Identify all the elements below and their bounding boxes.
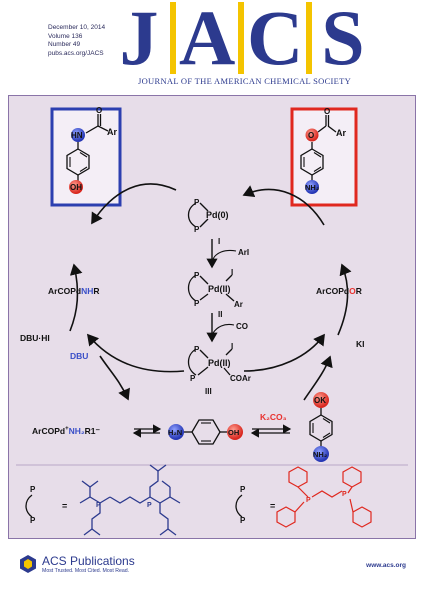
- svg-text:P: P: [240, 516, 246, 525]
- left-carbonyl-o: O: [96, 106, 102, 115]
- svg-text:P: P: [190, 374, 196, 383]
- aminophenol-oh-highlight: [227, 424, 243, 440]
- journal-name: JOURNAL OF THE AMERICAN CHEMICAL SOCIETY: [138, 76, 352, 86]
- acs-hexagon-icon: [20, 555, 36, 573]
- ammonium-intermediate: ArCOPd+NH₂R1⁻: [32, 426, 101, 436]
- logo-letter-s: S: [321, 0, 365, 81]
- right-nh2-label: NH₂: [305, 183, 319, 192]
- pd2-ii-label: Pd(II): [208, 284, 231, 294]
- right-intermediate: ArCOPdOR: [316, 286, 362, 296]
- svg-text:P: P: [306, 497, 311, 504]
- right-product-box: O O Ar NH₂: [290, 107, 358, 207]
- pd2-complex-iii: P P Pd(II) I COAr: [187, 342, 251, 383]
- pd2-iii-label: Pd(II): [208, 358, 231, 368]
- svg-text:P: P: [240, 485, 246, 494]
- reagent-ari: ArI: [238, 248, 249, 257]
- logo-letter-j: J: [119, 0, 159, 81]
- svg-text:=: =: [270, 501, 275, 511]
- left-ar-label: Ar: [107, 127, 117, 137]
- left-hn-label: HN: [71, 131, 83, 140]
- svg-text:P: P: [96, 502, 101, 509]
- step-i-label: I: [218, 237, 220, 246]
- svg-text:I: I: [231, 268, 233, 277]
- svg-text:I: I: [231, 342, 233, 351]
- svg-text:NH₂: NH₂: [313, 450, 327, 459]
- step-ii-label: II: [218, 310, 222, 319]
- left-lower-arrow: [99, 355, 130, 401]
- svg-text:P: P: [342, 491, 347, 498]
- left-nh-highlight: [71, 128, 85, 142]
- k2co3-label: K₂CO₃: [260, 412, 287, 422]
- phenoxide-molecule: OK NH₂: [309, 392, 333, 462]
- right-nh2-highlight: [305, 180, 319, 194]
- left-intermediate: ArCOPdNHR: [48, 286, 99, 296]
- svg-text:OH: OH: [228, 428, 239, 437]
- logo-letter-a: A: [179, 0, 236, 81]
- left-product-box: O Ar HN OH: [50, 106, 122, 207]
- acs-publications-logo: ACS Publications Most Trusted. Most Cite…: [18, 554, 135, 574]
- reagent-co: CO: [236, 322, 248, 331]
- svg-text:P: P: [194, 345, 200, 354]
- logo-divider: [306, 2, 312, 74]
- svg-text:P: P: [194, 225, 200, 234]
- svg-text:Ar: Ar: [234, 300, 243, 309]
- ari-curved-arrow: [212, 249, 237, 260]
- right-product-frame: [290, 107, 358, 207]
- alkyl-diphosphine-ligand: P P = P P: [25, 464, 181, 536]
- dbu-label: DBU: [70, 351, 88, 361]
- phenoxide-ok-highlight: [313, 392, 329, 408]
- step-iii-label: III: [205, 387, 212, 396]
- phenoxide-nh2-highlight: [313, 446, 329, 462]
- aminophenol-nh2-highlight: [168, 424, 184, 440]
- pd0-complex: P P Pd(0): [187, 198, 229, 234]
- dppp-ligand: P P = P P: [235, 466, 372, 528]
- right-bottom-cycle-arrow: [243, 333, 325, 372]
- svg-text:P: P: [147, 502, 152, 509]
- left-oh-label: OH: [70, 183, 82, 192]
- pd0-label: Pd(0): [206, 210, 229, 220]
- catalytic-cycle-scheme: O Ar HN OH O O Ar NH₂ P: [16, 106, 408, 536]
- left-oh-highlight: [69, 180, 83, 194]
- jacs-logo: J A C S: [111, 0, 371, 81]
- issue-volume: Volume 136: [48, 32, 83, 40]
- logo-divider: [170, 2, 176, 74]
- publisher-name: ACS Publications: [42, 553, 135, 568]
- right-o-highlight: [305, 128, 319, 142]
- svg-text:P: P: [194, 198, 200, 207]
- aminophenol-molecule: H₂N OH: [168, 419, 243, 445]
- ki-label: KI: [356, 339, 365, 349]
- right-o-label: O: [308, 131, 314, 140]
- right-mid-cycle-arrow: [337, 263, 352, 336]
- logo-letter-c: C: [247, 0, 304, 81]
- right-lower-arrow: [303, 355, 333, 401]
- pd2-complex-ii: P P Pd(II) I Ar: [187, 268, 243, 309]
- dbu-hi-label: DBU·HI: [20, 333, 50, 343]
- right-ar-label: Ar: [336, 128, 346, 138]
- left-mid-cycle-arrow: [69, 263, 83, 332]
- svg-text:P: P: [194, 299, 200, 308]
- left-top-cycle-arrow: [91, 183, 177, 225]
- issue-date: December 10, 2014: [48, 24, 106, 31]
- issue-url: pubs.acs.org/JACS: [48, 49, 104, 57]
- svg-text:OK: OK: [314, 396, 326, 405]
- website-link[interactable]: www.acs.org: [366, 562, 406, 569]
- svg-text:P: P: [30, 516, 36, 525]
- publisher-tagline: Most Trusted. Most Cited. Most Read.: [42, 567, 130, 574]
- svg-text:P: P: [30, 485, 36, 494]
- logo-divider: [238, 2, 244, 74]
- right-carbonyl-o: O: [324, 107, 330, 116]
- svg-text:H₂N: H₂N: [168, 428, 182, 437]
- issue-info: December 10, 2014 Volume 136 Number 49 p…: [48, 24, 105, 58]
- svg-text:P: P: [194, 271, 200, 280]
- issue-number: Number 49: [48, 41, 81, 48]
- svg-text:=: =: [62, 501, 67, 511]
- left-bottom-cycle-arrow: [86, 333, 185, 373]
- right-top-cycle-arrow: [242, 185, 325, 226]
- svg-text:COAr: COAr: [230, 374, 251, 383]
